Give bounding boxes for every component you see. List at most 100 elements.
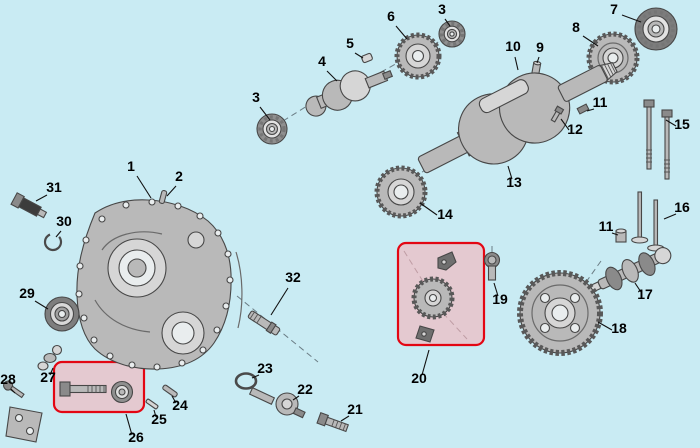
part-label-28[interactable]: 28 [0, 371, 16, 387]
part-label-15[interactable]: 15 [674, 116, 690, 132]
part-label-2[interactable]: 2 [175, 168, 183, 184]
cam-gear-18 [517, 270, 603, 356]
bolt-21 [316, 411, 349, 433]
callout-line-22 [292, 395, 300, 401]
callout-line-10 [514, 56, 519, 71]
callout-line-31 [35, 194, 48, 202]
drive-gear-14 [374, 165, 428, 219]
part-label-13[interactable]: 13 [506, 174, 522, 190]
callout-line-29 [34, 300, 49, 310]
part-label-30[interactable]: 30 [56, 213, 72, 229]
tappet-11b [615, 228, 627, 243]
part-label-25[interactable]: 25 [151, 411, 167, 427]
crankcase-bolt-holes [75, 198, 234, 371]
bolt-12 [550, 105, 565, 123]
callout-line-6 [395, 25, 408, 40]
callout-line-11a [586, 108, 595, 112]
part-label-14[interactable]: 14 [437, 206, 453, 222]
callout-line-17 [634, 282, 642, 293]
part-label-18[interactable]: 18 [611, 320, 627, 336]
part-label-20[interactable]: 20 [411, 370, 427, 386]
stud-32 [247, 310, 281, 336]
callout-line-25 [153, 409, 157, 418]
callout-line-3b [444, 18, 451, 27]
callout-line-28 [10, 388, 16, 394]
part-label-7[interactable]: 7 [610, 1, 618, 17]
callout-line-2 [166, 185, 177, 197]
bolt-19 [483, 251, 501, 281]
part-label-23[interactable]: 23 [257, 360, 273, 376]
callout-line-27 [49, 367, 54, 376]
part-label-24[interactable]: 24 [172, 397, 188, 413]
callout-line-23 [251, 374, 260, 379]
callout-line-8 [582, 35, 599, 47]
callout-line-16 [663, 213, 677, 220]
part-label-12[interactable]: 12 [567, 121, 583, 137]
callout-line-24 [171, 395, 177, 404]
callout-line-3a [259, 106, 271, 121]
part-label-11a[interactable]: 11 [593, 94, 608, 110]
ball-bearing-3b [438, 20, 466, 48]
valves-16 [631, 191, 665, 252]
part-label-29[interactable]: 29 [19, 285, 35, 301]
part-label-21[interactable]: 21 [347, 401, 363, 417]
o-ring-23 [234, 372, 258, 390]
callout-line-12 [560, 118, 570, 131]
callout-line-18 [597, 321, 613, 331]
screw-28 [3, 380, 25, 399]
dowel-pin-2 [158, 189, 168, 205]
part-label-16[interactable]: 16 [674, 199, 690, 215]
part-label-26[interactable]: 26 [128, 429, 144, 445]
bearing-26 [110, 380, 134, 404]
callout-line-13 [507, 165, 513, 180]
callout-line-21 [340, 415, 350, 422]
oil-seal-29 [44, 296, 80, 332]
part-label-19[interactable]: 19 [492, 291, 508, 307]
part-label-8[interactable]: 8 [572, 19, 580, 35]
callout-line-26 [125, 413, 133, 436]
oil-pump-22 [248, 387, 306, 419]
callout-line-14 [419, 202, 438, 216]
callout-line-5 [354, 52, 364, 59]
callout-line-11b [611, 232, 619, 236]
crankcase-cover [75, 198, 243, 371]
part-label-22[interactable]: 22 [297, 381, 313, 397]
part-label-31[interactable]: 31 [46, 179, 62, 195]
part-label-4[interactable]: 4 [318, 53, 326, 69]
part-label-1[interactable]: 1 [127, 158, 135, 174]
part-label-6[interactable]: 6 [387, 8, 395, 24]
crankshaft [417, 62, 618, 174]
part-label-32[interactable]: 32 [285, 269, 301, 285]
callout-line-7 [621, 14, 642, 23]
part-label-9[interactable]: 9 [536, 39, 544, 55]
part-label-5[interactable]: 5 [346, 35, 354, 51]
part-label-10[interactable]: 10 [505, 38, 521, 54]
ball-bearing-7 [634, 7, 678, 51]
governor-assembly-20 [411, 251, 457, 343]
part-label-17[interactable]: 17 [637, 286, 653, 302]
part-label-27[interactable]: 27 [40, 369, 56, 385]
part-label-11b[interactable]: 11 [599, 218, 614, 234]
callout-line-15 [665, 119, 677, 127]
bolt-26 [59, 381, 107, 397]
snap-ring-30 [43, 232, 63, 252]
balance-shaft-4 [305, 70, 394, 117]
callout-line-30 [55, 230, 62, 238]
head-bolts-15 [643, 99, 673, 180]
bracket-plate-28 [5, 406, 43, 443]
pin-24 [162, 384, 178, 398]
callout-line-20 [421, 349, 430, 376]
washer-stack-27 [37, 344, 63, 371]
part-label-3a[interactable]: 3 [252, 89, 260, 105]
timing-gear-6 [394, 32, 442, 80]
callout-line-19 [493, 282, 499, 297]
spacer-11a [576, 103, 590, 115]
callout-line-4 [326, 70, 338, 82]
camshaft-17 [588, 247, 672, 294]
part-label-3b[interactable]: 3 [438, 1, 446, 17]
callout-line-1 [136, 175, 152, 199]
callout-line-32 [270, 287, 289, 316]
sensor-plug-31 [10, 192, 48, 219]
